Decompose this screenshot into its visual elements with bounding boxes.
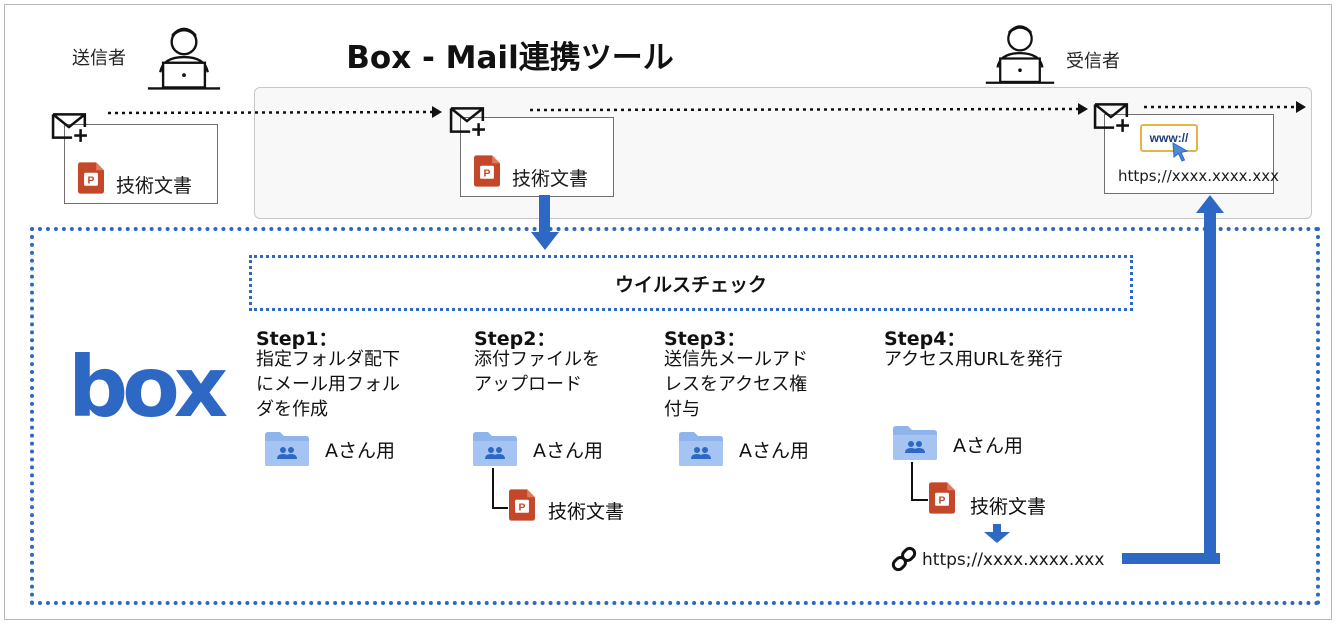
issued-url: https;//xxxx.xxxx.xxx: [922, 550, 1105, 570]
return-arrow-horizontal: [1122, 553, 1220, 564]
step2-folder-label: Aさん用: [533, 440, 603, 462]
url-badge: www://: [1140, 124, 1198, 152]
step3-description: 送信先メールアド レスをアクセス権 付与: [664, 349, 808, 420]
relay-attachment-name: 技術文書: [512, 168, 589, 190]
received-url: https;//xxxx.xxxx.xxx: [1118, 167, 1279, 185]
diagram-title: Box - Mail連携ツール: [346, 39, 674, 76]
box-processing-area: [30, 227, 1320, 605]
issue-url-arrow: [984, 524, 1010, 543]
step2-description: 添付ファイルを アップロード: [474, 349, 600, 395]
powerpoint-file-icon: [929, 481, 955, 515]
step4-title: Step4：: [884, 328, 966, 350]
sender-label: 送信者: [72, 48, 126, 69]
step1-title: Step1：: [256, 328, 338, 350]
step4-file-label: 技術文書: [970, 496, 1047, 518]
step2-title: Step2：: [474, 328, 556, 350]
step1-folder-label: Aさん用: [325, 440, 395, 462]
step4-description: アクセス用URLを発行: [884, 349, 1063, 370]
box-logo: box: [68, 338, 228, 436]
step4-folder-label: Aさん用: [953, 435, 1023, 457]
upload-arrow-shaft: [539, 195, 550, 235]
link-icon: [891, 546, 917, 572]
virus-check-box: ウイルスチェック: [249, 255, 1133, 311]
step3-folder-label: Aさん用: [739, 440, 809, 462]
receiver-label: 受信者: [1066, 51, 1120, 72]
cursor-icon: [1172, 142, 1189, 162]
diagram-frame: [4, 4, 1332, 620]
return-arrow-vertical: [1204, 208, 1216, 564]
return-arrow-head: [1196, 195, 1224, 213]
step1-description: 指定フォルダ配下 にメール用フォル ダを作成: [256, 349, 400, 420]
upload-arrow-head: [531, 232, 559, 250]
step3-title: Step3：: [664, 328, 746, 350]
sender-attachment-name: 技術文書: [116, 175, 193, 197]
step2-file-label: 技術文書: [548, 501, 625, 523]
